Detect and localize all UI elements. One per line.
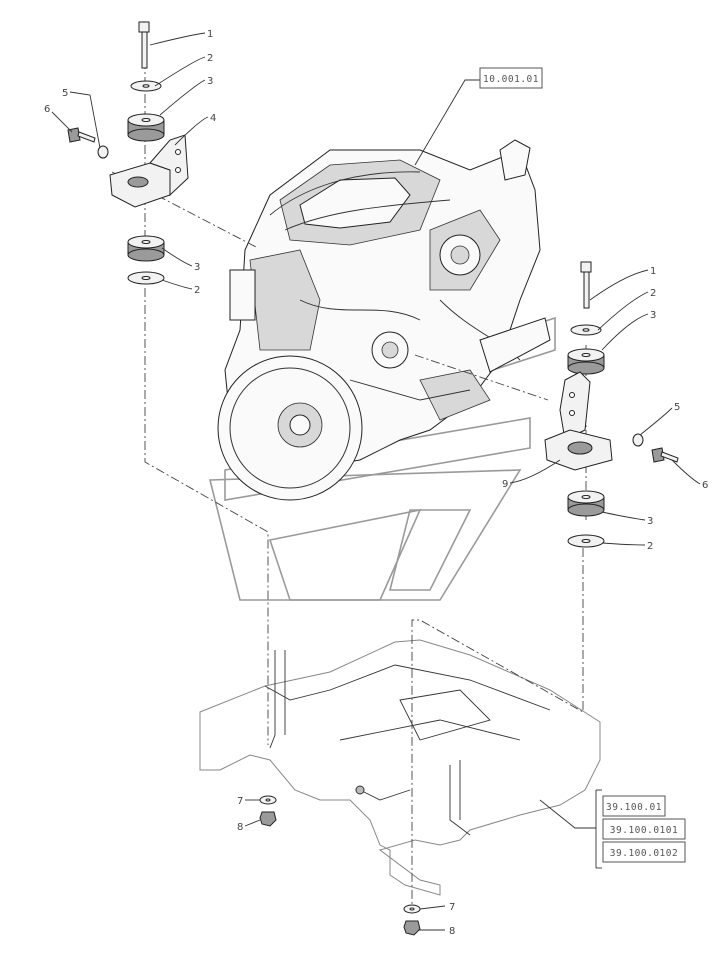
- callout-frame-nut-bottom: 8: [449, 926, 455, 937]
- callout-left-bolt: 1: [207, 29, 213, 40]
- left-rubber-mount-top: [127, 113, 165, 142]
- frame-nut-bottom: [403, 920, 421, 936]
- right-mount-stack: [544, 261, 679, 548]
- callout-left-washer-bottom: 2: [194, 285, 200, 296]
- callout-right-mount-top: 3: [650, 310, 656, 321]
- callout-right-bolt: 1: [650, 266, 656, 277]
- callout-right-small-washer: 5: [674, 402, 680, 413]
- callout-left-mount-top: 3: [207, 76, 213, 87]
- right-bracket: [544, 371, 613, 471]
- callout-frame-washer-bottom: 7: [449, 902, 455, 913]
- front-frame: [199, 639, 601, 896]
- left-bracket: [109, 134, 189, 208]
- frame-nut-left: [259, 811, 277, 827]
- right-rubber-mount-top: [567, 348, 605, 375]
- frame-reference-box-1[interactable]: 39.100.01: [602, 795, 666, 817]
- left-bolt: [138, 21, 150, 69]
- frame-reference-box-2[interactable]: 39.100.0101: [602, 818, 686, 840]
- right-small-washer: [632, 433, 644, 447]
- right-bolt: [580, 261, 592, 309]
- right-rubber-mount-bottom: [567, 490, 605, 517]
- frame-fasteners: [259, 795, 421, 936]
- left-screw: [67, 127, 96, 143]
- callout-frame-nut-left: 8: [237, 822, 243, 833]
- callout-left-screw: 6: [44, 104, 50, 115]
- right-screw: [651, 447, 679, 463]
- left-small-washer: [97, 145, 109, 159]
- left-mount-stack: [67, 21, 189, 285]
- callout-right-bracket: 9: [502, 479, 508, 490]
- frame-reference-boxes: 39.100.01 39.100.0101 39.100.0102: [602, 795, 686, 863]
- engine-reference-box[interactable]: 10.001.01: [479, 67, 543, 89]
- frame-reference-label-3: 39.100.0102: [610, 848, 678, 859]
- engine-reference-label: 10.001.01: [483, 74, 539, 85]
- callout-right-screw: 6: [702, 480, 708, 491]
- callout-right-washer-bottom: 2: [647, 541, 653, 552]
- callout-left-bracket: 4: [210, 113, 216, 124]
- callout-right-mount-bottom: 3: [647, 516, 653, 527]
- frame-reference-label-1: 39.100.01: [606, 802, 662, 813]
- callout-numbers: 1 2 3 4 5 6 3 2 1 2 3 5 6 9 3 2 7 8 7 8: [44, 29, 708, 937]
- callout-right-washer-top: 2: [650, 288, 656, 299]
- frame-reference-label-2: 39.100.0101: [610, 825, 678, 836]
- callout-frame-washer-left: 7: [237, 796, 243, 807]
- engine-assembly: [217, 139, 551, 501]
- callout-leaders: [51, 32, 701, 931]
- callout-left-washer-top: 2: [207, 53, 213, 64]
- callout-left-small-washer: 5: [62, 88, 68, 99]
- left-rubber-mount-bottom: [127, 235, 165, 262]
- callout-left-mount-bottom: 3: [194, 262, 200, 273]
- frame-reference-box-3[interactable]: 39.100.0102: [602, 841, 686, 863]
